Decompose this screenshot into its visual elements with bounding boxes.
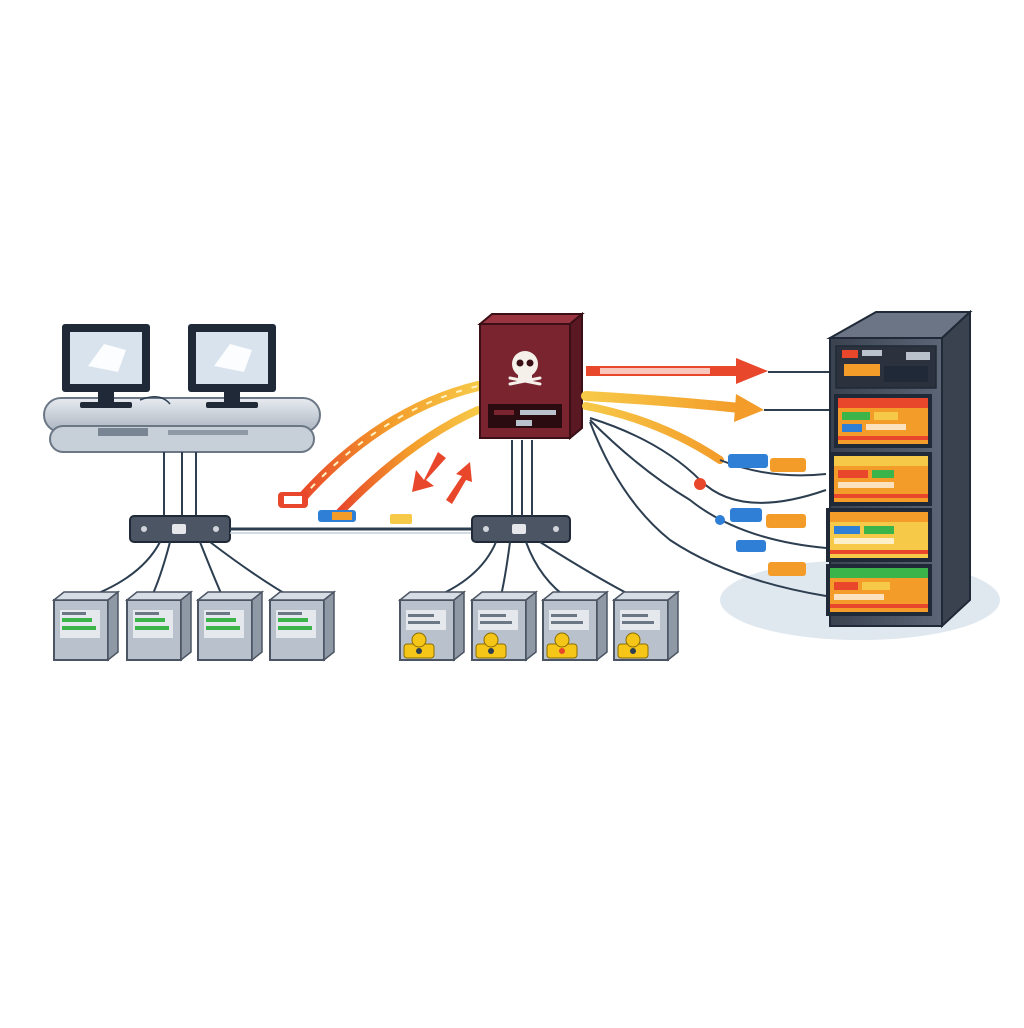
- host-6[interactable]: [469, 590, 539, 662]
- rack-unit-3: [826, 508, 932, 562]
- rack-unit-2: [830, 452, 932, 506]
- switch-right[interactable]: [471, 515, 571, 543]
- server-icon: [397, 590, 467, 662]
- host-4[interactable]: [267, 590, 337, 662]
- workstation-2[interactable]: [188, 324, 276, 408]
- outbound-arrow-1: [586, 358, 768, 384]
- server-icon: [611, 590, 681, 662]
- server-rack[interactable]: [826, 309, 973, 629]
- outbound-arrow-2: [581, 391, 745, 413]
- server-icon: [267, 590, 337, 662]
- packet-label-3: [736, 540, 806, 576]
- rack-unit-1: [834, 394, 932, 448]
- rack-unit-4: [826, 564, 932, 616]
- skull-icon: [508, 351, 542, 386]
- left-host-group: [51, 590, 337, 662]
- attacker-device[interactable]: [477, 311, 585, 441]
- server-rack-icon: [826, 309, 973, 629]
- network-switch-icon: [471, 515, 571, 543]
- server-icon: [51, 590, 121, 662]
- server-icon: [469, 590, 539, 662]
- server-icon: [540, 590, 610, 662]
- workstation-1[interactable]: [62, 324, 150, 408]
- outbound-flows: [581, 358, 830, 597]
- server-icon: [195, 590, 265, 662]
- flow-arc-inner: [336, 406, 482, 516]
- host-8[interactable]: [611, 590, 681, 662]
- packet-tag-2: [318, 510, 356, 522]
- server-icon: [124, 590, 194, 662]
- packet-label-2: [730, 508, 806, 528]
- flow-arc-outer: [295, 381, 483, 505]
- packet-tag-1: [278, 492, 308, 508]
- red-arrow-down: [412, 452, 446, 492]
- desk-cables: [163, 452, 197, 518]
- packet-tag-3: [390, 514, 412, 524]
- monitor-icon: [188, 324, 276, 408]
- red-arrow-up: [446, 462, 472, 504]
- right-host-group: [397, 590, 681, 662]
- host-1[interactable]: [51, 590, 121, 662]
- network-switch-icon: [129, 515, 231, 543]
- inbound-flows: [278, 381, 483, 524]
- host-3[interactable]: [195, 590, 265, 662]
- host-2[interactable]: [124, 590, 194, 662]
- host-5[interactable]: [397, 590, 467, 662]
- monitor-icon: [62, 324, 150, 408]
- outbound-arc-1: [582, 402, 724, 464]
- packet-label-1: [728, 454, 806, 472]
- switch-left[interactable]: [129, 515, 231, 543]
- host-7[interactable]: [540, 590, 610, 662]
